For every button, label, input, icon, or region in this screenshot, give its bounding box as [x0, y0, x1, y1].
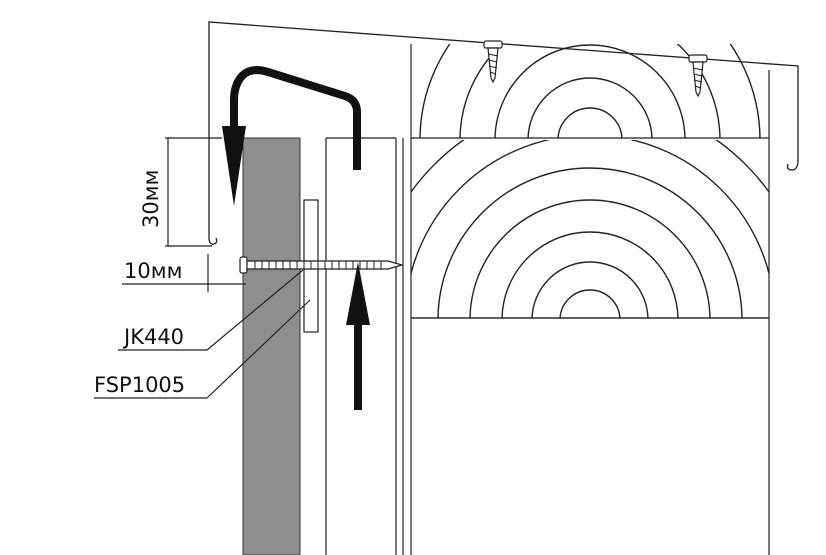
- screw-left: [483, 40, 503, 84]
- leader-nail: JK440: [118, 269, 304, 351]
- spacer-code-label: FSP1005: [94, 373, 185, 397]
- airflow-arrow-bottom: [346, 262, 370, 410]
- roof-flashing-sheet: [208, 21, 799, 238]
- dimension-horizontal: 10мм: [122, 254, 246, 292]
- flashing-drip-hook: [208, 237, 218, 245]
- lower-timber-beam: [411, 137, 769, 319]
- screw-right: [688, 54, 708, 98]
- airflow-arrow-top: [222, 66, 361, 206]
- nail-code-label: JK440: [122, 325, 184, 349]
- dim-10mm-label: 10мм: [124, 259, 182, 283]
- nail: [239, 256, 405, 274]
- upper-timber-beam: [410, 44, 770, 318]
- fascia-frame-lines: [325, 137, 770, 555]
- dimension-vertical: 30мм: [139, 137, 222, 247]
- upper-beam-grain: [419, 44, 761, 138]
- leader-spacer: FSP1005: [94, 299, 311, 399]
- dim-30mm-label: 30мм: [139, 170, 163, 228]
- lower-beam-grain: [411, 140, 769, 318]
- fascia-board: [242, 137, 301, 555]
